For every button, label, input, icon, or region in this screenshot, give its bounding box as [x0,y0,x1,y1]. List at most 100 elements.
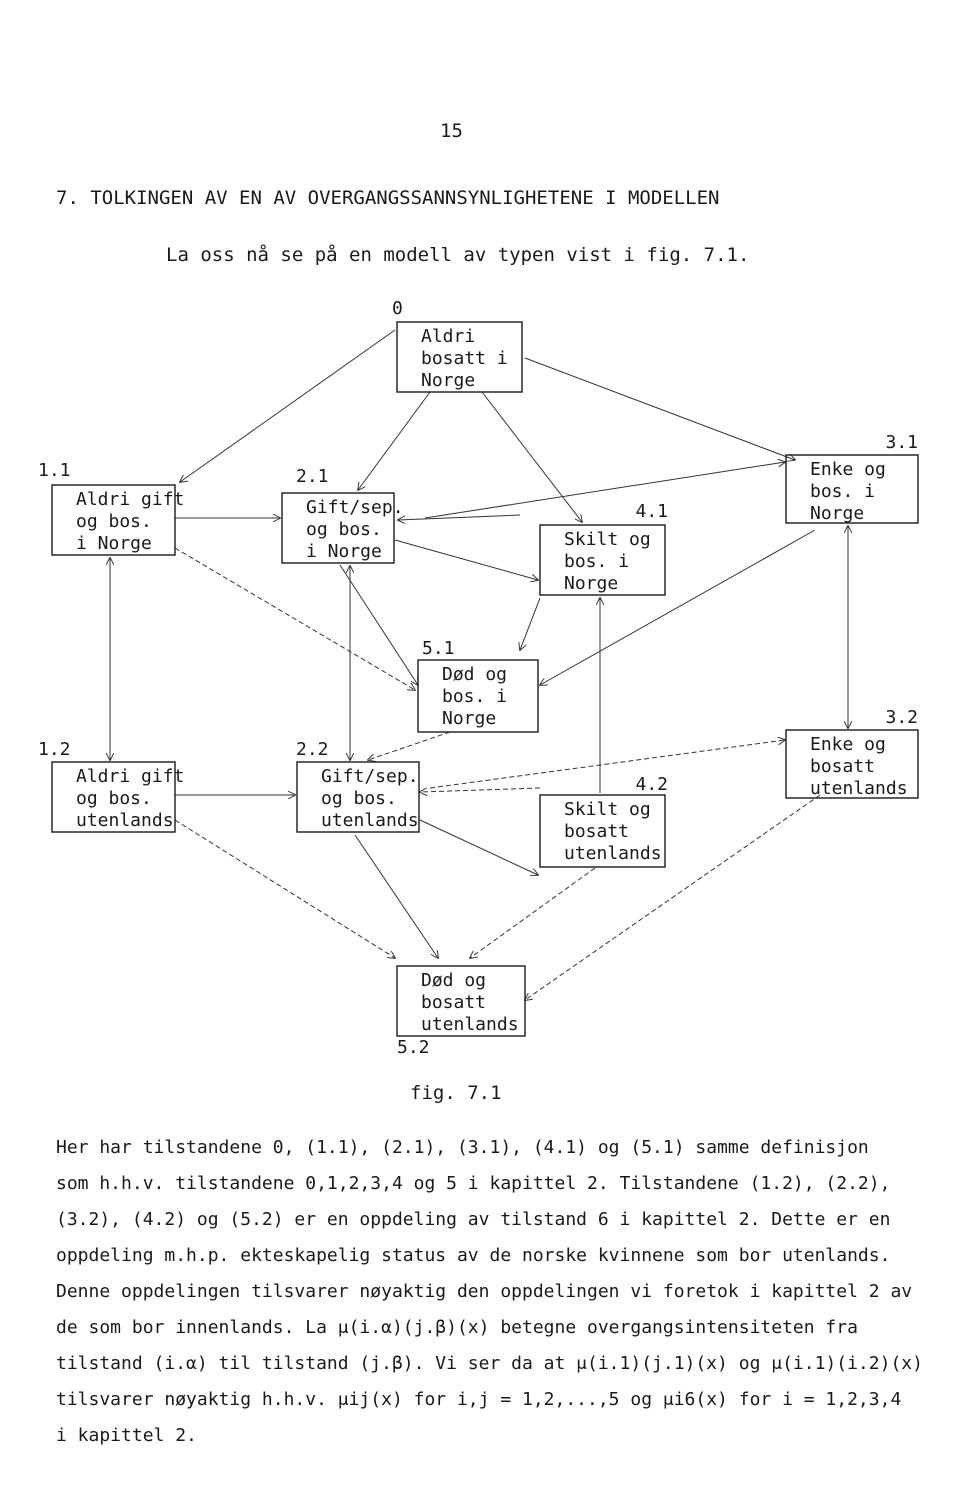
state-text-line: utenlands [76,810,174,831]
state-box [396,321,523,393]
state-text-line: bosatt i [421,348,508,369]
state-box [281,492,395,564]
transition-arrow [394,539,538,580]
state-text-line: Skilt og [564,799,651,820]
transition-arrow [174,819,395,958]
state-text-line: Aldri [421,326,475,347]
figure-caption: fig. 7.1 [410,1082,502,1104]
paragraph-line: Denne oppdelingen tilsvarer nøyaktig den… [56,1281,913,1302]
section-heading: 7. TOLKINGEN AV EN AV OVERGANGSSANNSYNLI… [56,187,720,209]
state-box [539,794,666,868]
transition-arrow [398,514,521,520]
transition-arrow [358,391,431,490]
state-box [51,484,176,556]
state-number: 5.1 [422,638,455,659]
state-text-line: bos. i [442,686,507,707]
transition-arrow [339,564,418,685]
intro-text: La oss nå se på en modell av typen vist … [166,244,750,266]
transition-arrow [354,834,438,958]
state-text-line: Enke og [810,734,886,755]
state-box [51,761,176,833]
paragraph-line: tilstand (i.α) til tilstand (j.β). Vi se… [56,1353,923,1374]
transition-arrows [110,329,848,1000]
paragraph-line: som h.h.v. tilstandene 0,1,2,3,4 og 5 i … [56,1173,891,1194]
state-text-line: Aldri gift [76,489,184,510]
state-text-line: Enke og [810,459,886,480]
state-number: 2.1 [296,466,329,487]
state-text-line: og bos. [306,519,382,540]
transition-arrow [180,329,396,482]
state-box [539,524,666,596]
paragraph-line: tilsvarer nøyaktig h.h.v. μij(x) for i,j… [56,1389,902,1410]
transition-arrow [368,731,451,760]
state-text-line: og bos. [76,788,152,809]
state-text-line: utenlands [421,1014,519,1035]
state-number: 3.1 [885,432,918,453]
state-text-line: Norge [421,370,475,391]
state-number: 1.1 [38,460,71,481]
state-text-line: utenlands [321,810,419,831]
state-number: 3.2 [885,707,918,728]
transition-arrow [470,867,596,958]
state-text-line: utenlands [810,778,908,799]
state-text-line: Norge [810,503,864,524]
state-box [296,761,420,833]
body-paragraph: Her har tilstandene 0, (1.1), (2.1), (3.… [56,1130,956,1454]
state-text-line: bos. i [810,481,875,502]
state-text-line: Norge [442,708,496,729]
state-text-line: i Norge [76,533,152,554]
state-text-line: i Norge [306,541,382,562]
state-box [396,965,526,1037]
state-text-line: Død og [421,970,486,991]
state-text-line: Aldri gift [76,766,184,787]
state-text-line: utenlands [564,843,662,864]
paragraph-line: Her har tilstandene 0, (1.1), (2.1), (3.… [56,1137,869,1158]
state-box [417,659,539,733]
state-number: 1.2 [38,739,71,760]
transition-arrow [174,547,415,690]
transition-arrow [481,391,582,522]
transition-arrow [524,357,795,460]
state-box [785,729,919,799]
transition-arrow [420,787,541,792]
state-text-line: og bos. [76,511,152,532]
state-number: 0 [392,298,403,319]
paragraph-line: i kapittel 2. [56,1425,197,1446]
state-number: 5.2 [397,1037,430,1058]
transition-arrow [424,462,785,519]
transition-arrow [429,740,785,789]
transition-arrow [540,529,816,685]
transition-arrow [419,819,538,875]
state-text-line: Død og [442,664,507,685]
state-text-line: Skilt og [564,529,651,550]
state-box [785,454,919,524]
paragraph-line: (3.2), (4.2) og (5.2) er en oppdeling av… [56,1209,891,1230]
state-text-line: bosatt [421,992,486,1013]
paragraph-line: de som bor innenlands. La μ(i.α)(j.β)(x)… [56,1317,858,1338]
state-text-line: Gift/sep. [321,766,419,787]
state-text-line: Gift/sep. [306,497,404,518]
state-text-line: Norge [564,573,618,594]
transition-arrow [520,597,541,650]
state-text-line: bos. i [564,551,629,572]
state-number: 4.2 [635,774,668,795]
state-number: 4.1 [635,501,668,522]
state-text-line: og bos. [321,788,397,809]
paragraph-line: oppdeling m.h.p. ekteskapelig status av … [56,1245,891,1266]
state-text-line: bosatt [810,756,875,777]
state-number: 2.2 [296,739,329,760]
page-number: 15 [440,120,463,142]
